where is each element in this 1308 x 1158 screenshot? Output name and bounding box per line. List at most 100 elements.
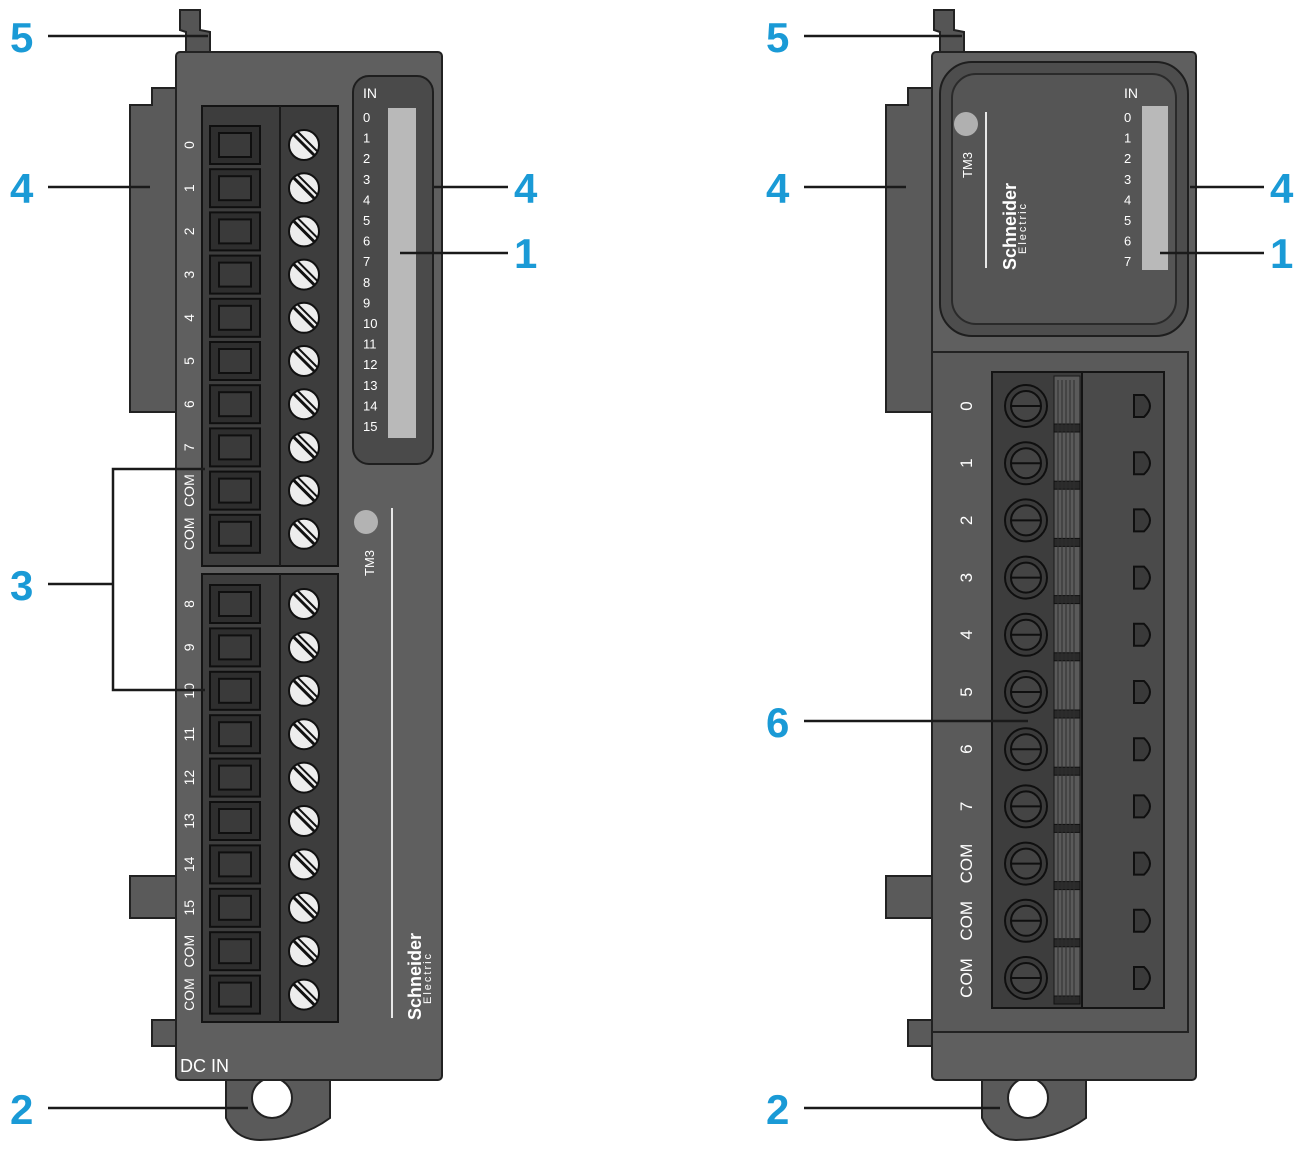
- spring-terminal: [1004, 670, 1151, 714]
- mounting-hole: [251, 1077, 293, 1119]
- side-clip-upper: [885, 87, 933, 413]
- callout-5-left: 5: [10, 14, 33, 61]
- led-label: 9: [363, 295, 370, 310]
- terminal-slots-lower: [209, 584, 320, 1015]
- terminal-slot: [209, 887, 320, 928]
- led-label: 15: [363, 419, 377, 434]
- led-label: 12: [363, 357, 377, 372]
- led-label: 3: [363, 172, 370, 187]
- terminal-slot: [209, 125, 320, 165]
- led-label: 8: [363, 275, 370, 290]
- terminal-label: COM: [957, 901, 976, 941]
- callouts: [48, 34, 1264, 1110]
- terminal-slot: [209, 844, 320, 885]
- terminal-label: COM: [957, 844, 976, 884]
- brand-name: Schneider: [405, 933, 425, 1020]
- terminal-slot: [209, 168, 320, 209]
- side-clip-bottom: [907, 1019, 933, 1047]
- callout-2-right: 2: [766, 1086, 789, 1133]
- callout-4-right-a: 4: [766, 165, 790, 212]
- terminal-label: 11: [181, 727, 197, 742]
- terminal-label: 2: [181, 227, 197, 235]
- callout-5-right: 5: [766, 14, 789, 61]
- terminal-label: 13: [181, 813, 197, 829]
- callout-1-right: 1: [1270, 230, 1293, 277]
- spring-terminal: [1004, 898, 1151, 943]
- mounting-hole: [1007, 1077, 1049, 1119]
- terminal-label: COM: [181, 935, 197, 968]
- led-label: 2: [1124, 151, 1131, 166]
- terminal-label: 0: [957, 401, 976, 410]
- model-label: TM3: [960, 152, 975, 178]
- terminal-label: 8: [181, 600, 197, 608]
- spring-terminal: [1004, 498, 1151, 543]
- led-label: 6: [1124, 234, 1131, 249]
- led-label: 0: [1124, 110, 1131, 125]
- led-label: 11: [363, 337, 377, 352]
- terminal-slot: [209, 801, 320, 841]
- led-label: 0: [363, 110, 370, 125]
- terminal-label: 0: [181, 141, 197, 149]
- terminal-slot: [209, 714, 320, 755]
- terminal-label: 4: [181, 314, 197, 322]
- led-label: 3: [1124, 172, 1131, 187]
- terminal-slot: [209, 341, 320, 381]
- terminal-slot: [209, 670, 320, 711]
- terminal-label: 3: [957, 573, 976, 582]
- terminal-slots-upper: [209, 125, 320, 554]
- side-clip-lower: [885, 875, 933, 919]
- led-label: 7: [363, 254, 370, 269]
- spring-terminal: [1004, 841, 1151, 886]
- terminal-label: 1: [181, 184, 197, 192]
- status-led-glow: [954, 112, 978, 136]
- spring-terminal: [1004, 384, 1151, 428]
- terminal-slot: [209, 584, 320, 624]
- terminal-label: 5: [957, 687, 976, 696]
- terminal-slot: [209, 297, 320, 338]
- led-label: 1: [363, 131, 370, 146]
- led-label: 13: [363, 378, 377, 393]
- terminal-label: 3: [181, 270, 197, 278]
- led-header: IN: [1124, 85, 1138, 101]
- led-label: 14: [363, 398, 377, 413]
- terminal-label: 9: [181, 643, 197, 651]
- spring-terminal: [1004, 612, 1151, 657]
- callout-2-left: 2: [10, 1086, 33, 1133]
- led-label: 6: [363, 234, 370, 249]
- top-latch: [933, 9, 965, 56]
- terminal-label: 15: [181, 900, 197, 916]
- terminal-label: COM: [181, 517, 197, 550]
- terminal-label: 14: [181, 856, 197, 872]
- terminal-label: COM: [957, 958, 976, 998]
- terminal-slot: [209, 254, 320, 295]
- terminal-slot: [209, 627, 320, 668]
- terminal-slot: [209, 384, 320, 425]
- led-label: 4: [363, 192, 370, 207]
- top-latch: [179, 9, 211, 56]
- brand-sub: Electric: [1017, 202, 1029, 254]
- callout-4-left-b: 4: [514, 165, 538, 212]
- terminal-label: 7: [181, 443, 197, 451]
- callout-1-left: 1: [514, 230, 537, 277]
- led-header: IN: [363, 85, 377, 101]
- spring-terminal: [1004, 441, 1151, 486]
- terminal-label: 5: [181, 357, 197, 365]
- terminal-slot: [209, 211, 320, 252]
- terminal-label: 2: [957, 516, 976, 525]
- led-label: 5: [363, 213, 370, 228]
- model-label: TM3: [362, 550, 377, 576]
- brand-sub: Electric: [422, 952, 434, 1004]
- led-label: 1: [1124, 131, 1131, 146]
- terminal-slot: [209, 513, 320, 554]
- side-clip-lower: [129, 875, 177, 919]
- terminal-label: 6: [957, 744, 976, 753]
- spring-terminal: [1004, 784, 1151, 829]
- terminal-label: COM: [181, 978, 197, 1011]
- led-label: 4: [1124, 192, 1131, 207]
- terminal-label: 4: [957, 630, 976, 639]
- led-label: 2: [363, 151, 370, 166]
- led-label: 5: [1124, 213, 1131, 228]
